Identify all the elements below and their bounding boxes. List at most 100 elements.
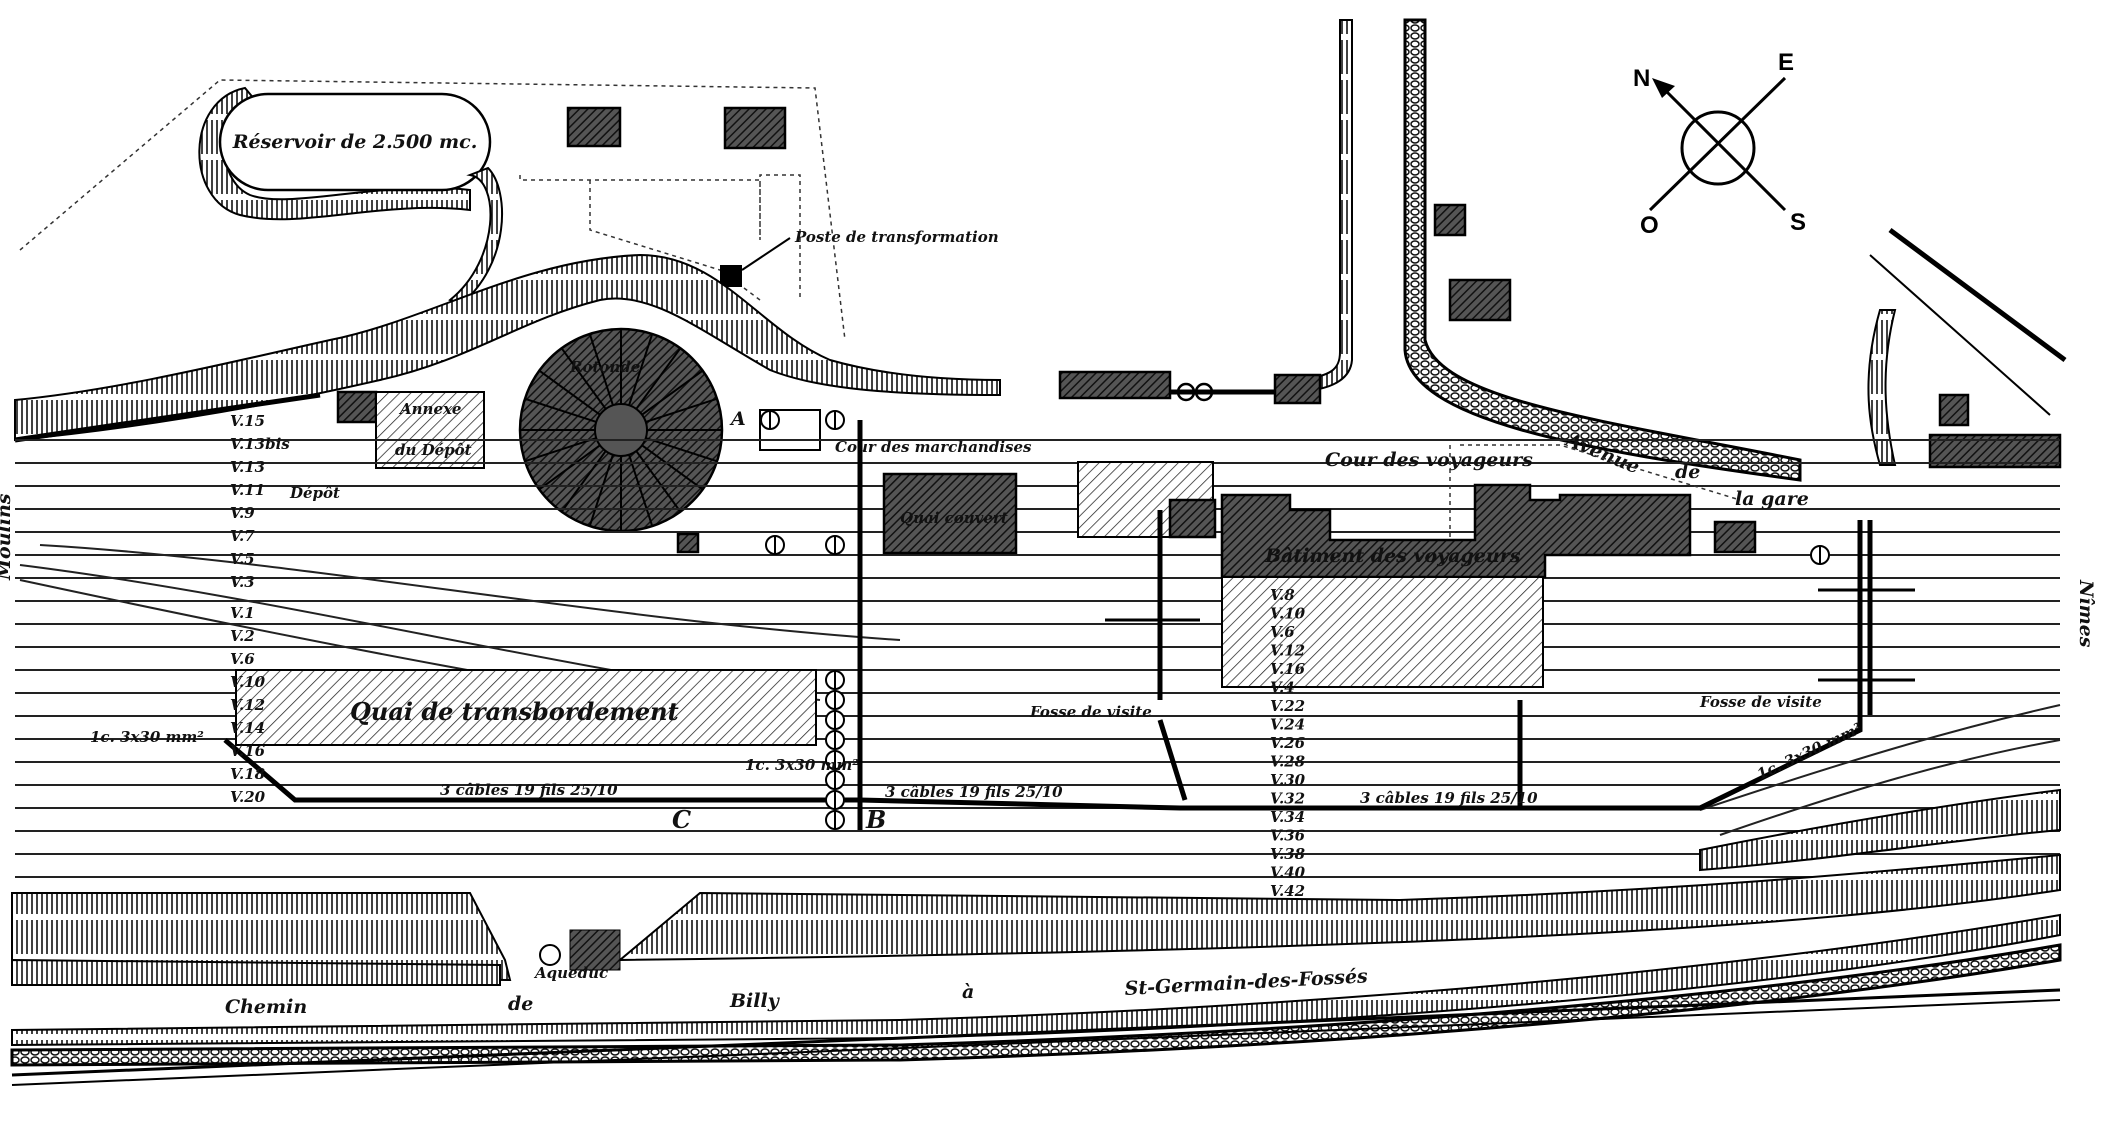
rotonde-label: Rotonde — [569, 358, 640, 376]
cable-label-1: 1c. 3x30 mm² — [90, 728, 204, 746]
point-b-label: B — [865, 805, 886, 834]
rotonde: Rotonde — [518, 327, 724, 533]
passenger-building — [1220, 483, 1692, 579]
aqueduc-label: Aqueduc — [533, 964, 608, 982]
annexe-depot — [375, 391, 485, 469]
rotonde-spoke — [525, 398, 597, 423]
lamp-house — [1713, 520, 1757, 554]
rotonde-spoke — [641, 444, 703, 490]
compass-rose: N E S O — [1633, 49, 1806, 239]
embankment-north — [14, 253, 1001, 442]
compass-n: N — [1633, 65, 1650, 92]
reservoir-label: Réservoir de 2.500 mc. — [232, 131, 478, 153]
signal-icon — [760, 410, 780, 430]
cable-label-3: 3 câbles 19 fils 25/10 — [440, 781, 618, 799]
avenue-gare-label: la gare — [1735, 488, 1809, 510]
track-label: V.34 — [1270, 808, 1305, 826]
signals — [760, 410, 1830, 830]
compass-o: O — [1640, 212, 1659, 239]
reservoir: Réservoir de 2.500 mc. — [198, 86, 503, 307]
fosse-visite-label-1: Fosse de visite — [1029, 703, 1152, 721]
rotonde-spoke — [645, 437, 717, 462]
track-label: V.6 — [230, 650, 255, 668]
track-label: V.1 — [230, 604, 255, 622]
track-label: V.22 — [1270, 697, 1305, 715]
track-label: V.14 — [230, 719, 265, 737]
signal-icon — [825, 670, 845, 690]
signal-icon — [825, 730, 845, 750]
rotonde-spoke — [539, 370, 601, 416]
track-label: V.13bis — [230, 435, 290, 453]
right-destination-label: Nîmes — [2075, 579, 2097, 648]
track-label: V.28 — [1270, 753, 1306, 771]
rotonde-spoke — [561, 348, 607, 410]
rotonde-spoke — [589, 454, 614, 526]
track-label: V.40 — [1270, 864, 1306, 882]
quai-couvert — [882, 472, 1018, 555]
cable-label-2: 1c. 3x30 mm² — [745, 756, 859, 774]
track-label: V.18 — [230, 765, 266, 783]
shed-north — [1058, 370, 1172, 400]
compass-s: S — [1790, 209, 1806, 236]
track-label: V.24 — [1270, 716, 1305, 734]
annexe-label-2: du Dépôt — [395, 441, 472, 459]
signal-icon — [825, 770, 845, 790]
house-1 — [1433, 203, 1467, 237]
track-label: V.30 — [1270, 771, 1306, 789]
track-label: V.38 — [1270, 845, 1306, 863]
track-label: V.4 — [1270, 679, 1295, 697]
track-label: V.12 — [1270, 642, 1305, 660]
track-label: V.20 — [230, 788, 266, 806]
cable-runs — [223, 420, 1915, 830]
batiment-label: Bâtiment des voyageurs — [1264, 545, 1521, 567]
annexe-label-1: Annexe — [398, 400, 461, 418]
house-2 — [1448, 278, 1512, 322]
track-label: V.8 — [1270, 586, 1295, 604]
track-label: V.42 — [1270, 882, 1305, 900]
road-label-de: de — [508, 993, 533, 1015]
rotonde-spoke — [628, 454, 653, 526]
rotonde-spoke — [561, 450, 607, 512]
cable-label-5: 3 câbles 19 fils 25/10 — [1360, 789, 1538, 807]
shed-north-2 — [1273, 373, 1322, 405]
building-north-1 — [566, 106, 622, 148]
road-label-billy: Billy — [729, 990, 781, 1012]
signal-icon — [825, 790, 845, 810]
left-destination-label: Moulins — [0, 493, 15, 581]
track-label: V.11 — [230, 481, 265, 499]
house-3 — [1938, 393, 1970, 427]
track-label: V.15 — [230, 412, 265, 430]
cour-marchandises-label: Cour des marchandises — [835, 438, 1032, 456]
signal-icon — [825, 535, 845, 555]
quai-couvert-label: Quai couvert — [900, 509, 1008, 527]
track-label: V.3 — [230, 573, 255, 591]
signal-icon — [825, 710, 845, 730]
rotonde-spoke — [525, 437, 597, 462]
signal-icon — [765, 535, 785, 555]
avenue-de-label: de — [1675, 461, 1700, 483]
rotonde-spoke — [635, 348, 681, 410]
north-arrow-icon — [1652, 78, 1675, 98]
track-label: V.9 — [230, 504, 255, 522]
fosse-visite-label-2: Fosse de visite — [1699, 693, 1822, 711]
annexe-small-building — [336, 390, 378, 424]
transformer-station — [720, 265, 742, 287]
road-north — [1062, 18, 2067, 482]
track-label: V.16 — [1270, 660, 1306, 678]
track-label: V.2 — [230, 627, 255, 645]
signal-icon — [825, 410, 845, 430]
cour-voyageurs-label: Cour des voyageurs — [1325, 449, 1533, 471]
quai-transbordement-label: Quai de transbordement — [350, 697, 679, 726]
track-label: V.5 — [230, 550, 255, 568]
passenger-platform — [1221, 576, 1544, 688]
gare-small-building — [676, 532, 700, 554]
rotonde-spoke — [635, 450, 681, 512]
compass-e: E — [1778, 49, 1794, 76]
point-a-label: A — [729, 408, 746, 430]
cable-label-4: 3 câbles 19 fils 25/10 — [885, 783, 1063, 801]
depot-label: Dépôt — [289, 484, 340, 502]
embankment-south: Aqueduc — [10, 788, 2062, 1086]
track-label: V.26 — [1270, 734, 1306, 752]
poste-label: Poste de transformation — [794, 228, 999, 246]
road-label-chemin: Chemin — [225, 996, 307, 1018]
